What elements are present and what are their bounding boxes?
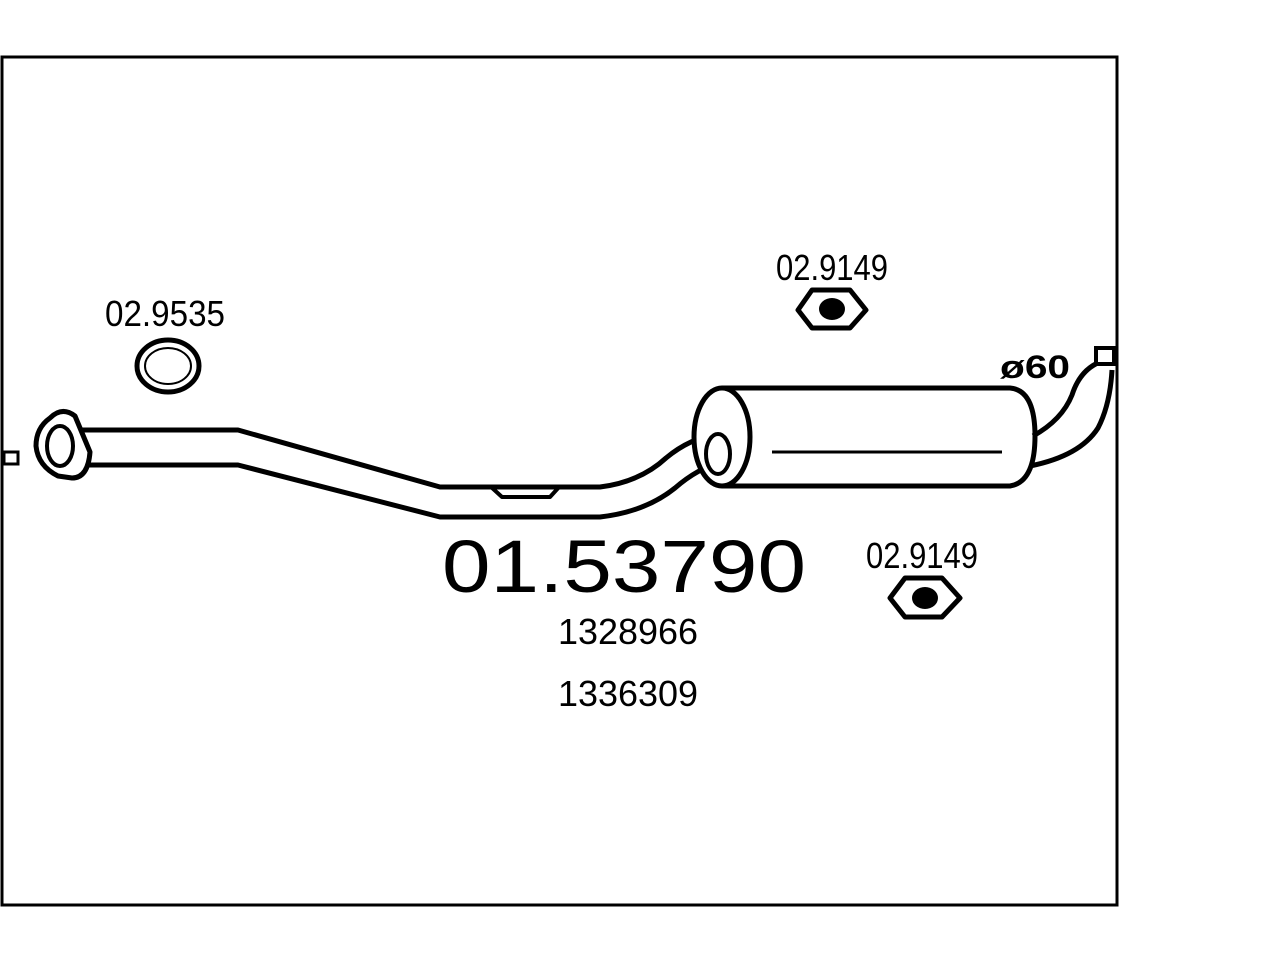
gasket-ring-label: 02.9535: [105, 293, 225, 334]
outlet-pipe-upper: [1031, 359, 1102, 439]
part-number: 01.53790: [442, 525, 806, 608]
rubber-mount-top-label: 02.9149: [776, 247, 888, 288]
gasket-ring-icon: [134, 337, 202, 395]
pipe-lower-edge: [80, 459, 723, 520]
diagram-frame: [0, 55, 1119, 907]
outlet-tip: [1094, 346, 1116, 366]
rubber-mount-bottom-icon: [887, 575, 963, 620]
inlet-flange: [33, 409, 93, 481]
left-edge-tab: [2, 450, 20, 466]
pipe-bracket: [488, 484, 562, 499]
muffler: [691, 385, 1038, 489]
rubber-mount-bottom-label: 02.9149: [866, 535, 978, 576]
pipe-upper-edge: [80, 427, 719, 490]
rubber-mount-top-icon: [795, 287, 869, 331]
oem-number-2: 1336309: [558, 673, 698, 714]
gasket-ring-inner: [144, 347, 192, 385]
outlet-pipe-lower: [1029, 369, 1115, 469]
oem-number-1: 1328966: [558, 611, 698, 652]
outlet-diameter-label: ø60: [1000, 349, 1070, 385]
